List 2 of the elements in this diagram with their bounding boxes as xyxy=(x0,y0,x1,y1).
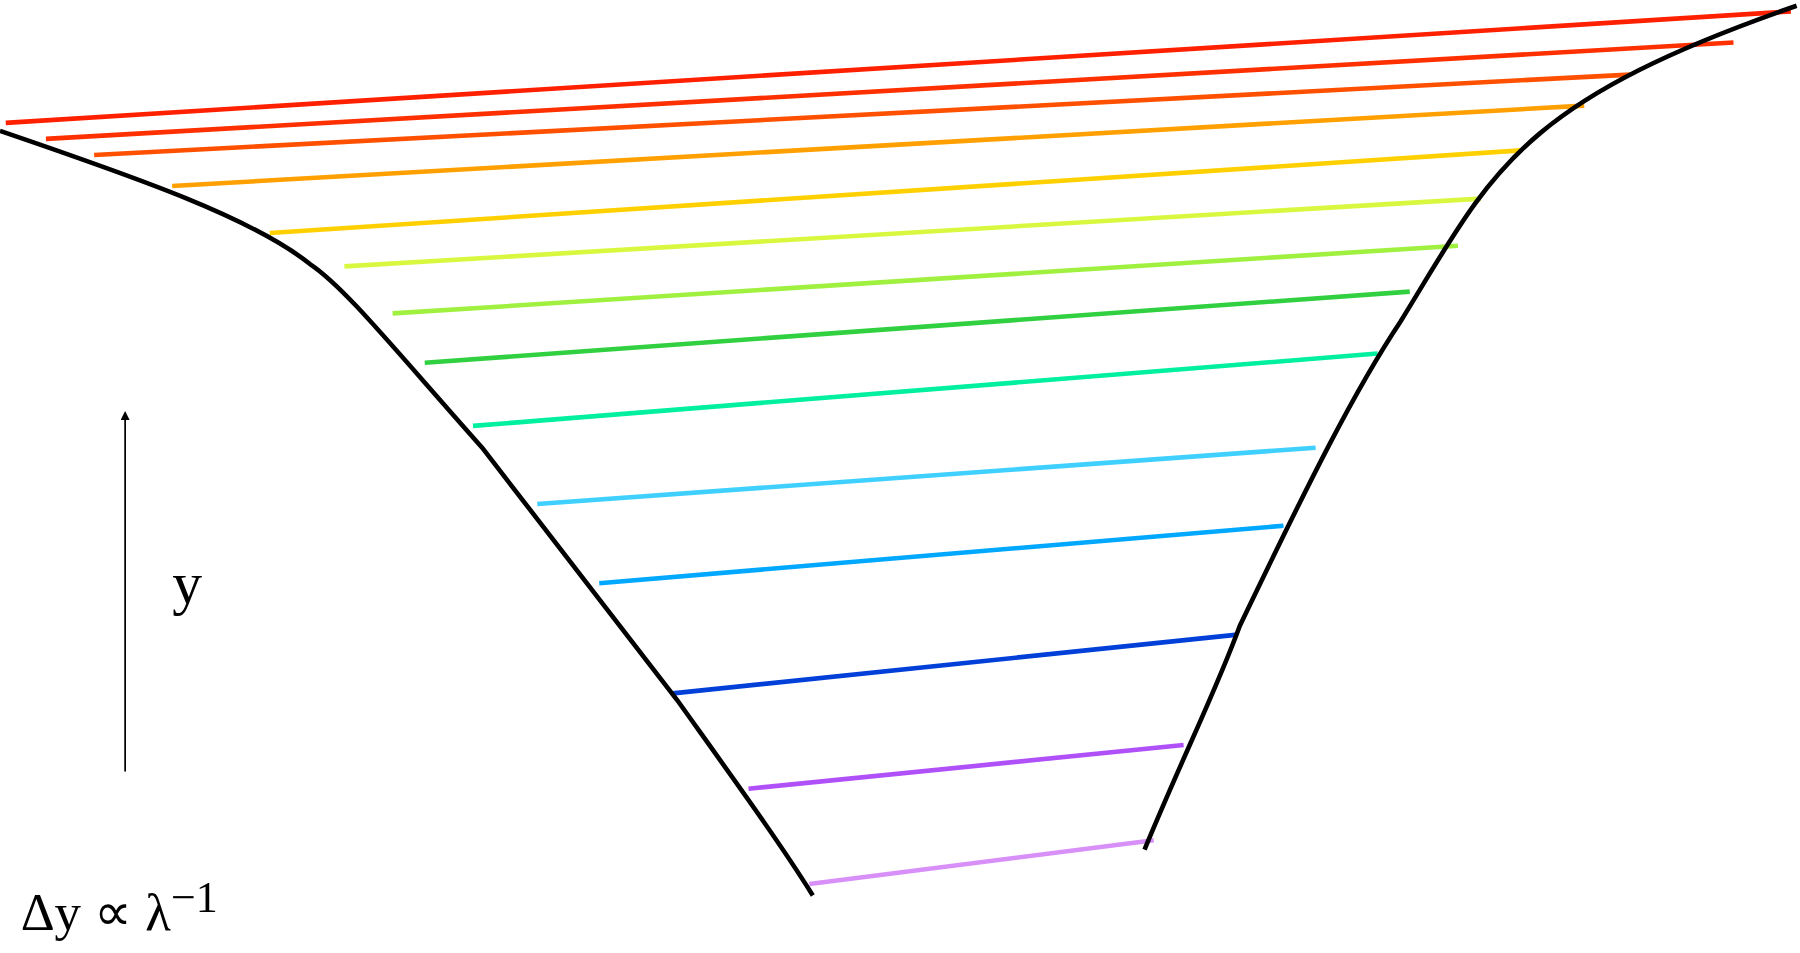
formula-text: Δy ∝ λ$^{−1}$ xyxy=(20,874,218,940)
axis-label: y xyxy=(172,553,203,614)
